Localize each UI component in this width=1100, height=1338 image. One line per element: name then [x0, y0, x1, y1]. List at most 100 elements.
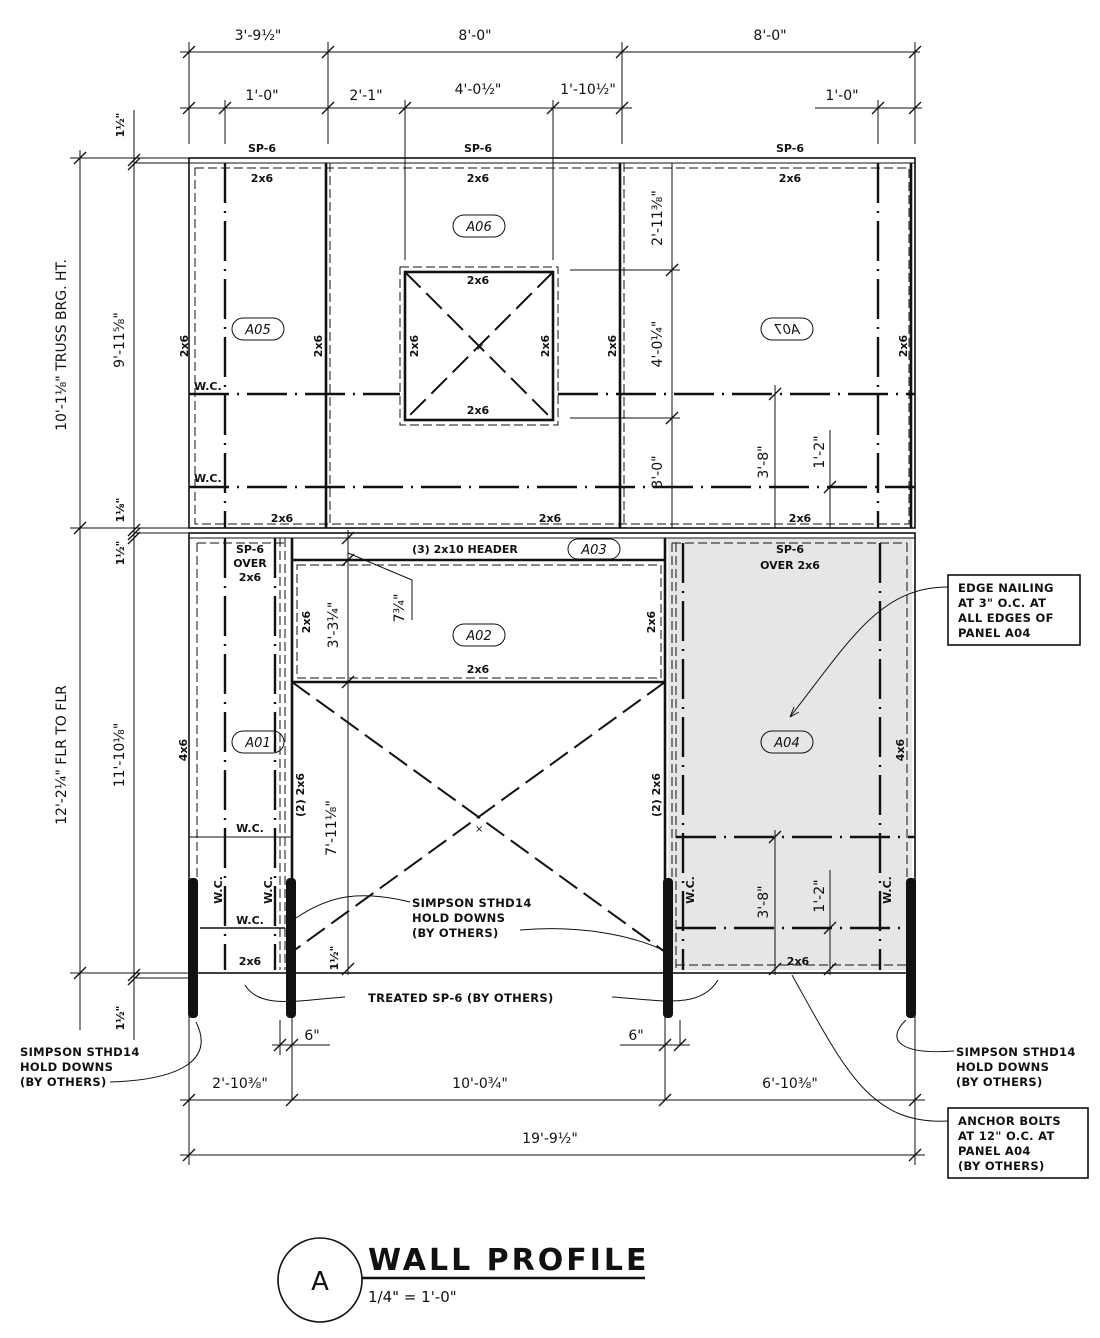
- dim-top-row2-5: 1'-0": [825, 88, 858, 104]
- note-anchor-bolts-3: PANEL A04: [958, 1144, 1031, 1158]
- dim-opening-height: 7'-11⅛": [324, 800, 340, 856]
- label-2x6-window-right: 2x6: [539, 334, 552, 357]
- dim-header-depth: 7¾": [392, 594, 408, 623]
- note-holddowns-center-1: SIMPSON STHD14: [412, 896, 532, 910]
- dim-upper-wc-2: 1'-2": [812, 435, 828, 468]
- label-2x6-bottom-3: 2x6: [789, 512, 812, 525]
- panel-tag-a07: A07: [774, 323, 801, 338]
- note-anchor-bolts-2: AT 12" O.C. AT: [958, 1129, 1055, 1143]
- label-wc-a04-2: W.C.: [881, 876, 894, 904]
- label-2x6-window-head: 2x6: [467, 274, 490, 287]
- label-wc-a01-horizontal: W.C.: [236, 822, 264, 835]
- lower-wall: × SP-6 OVER 2x6 (3) 2x10 HEADER: [177, 530, 916, 1018]
- annotations: EDGE NAILING AT 3" O.C. AT ALL EDGES OF …: [20, 574, 1089, 1179]
- dim-offset-right: 6": [628, 1028, 643, 1044]
- label-2x6-left-end: 2x6: [178, 334, 191, 357]
- holddown-right-opening: [663, 878, 673, 1018]
- label-sp6-3: SP-6: [776, 142, 804, 155]
- title-block: A WALL PROFILE 1/4" = 1'-0": [277, 1237, 650, 1323]
- leader-anchor-bolts: [791, 974, 949, 1122]
- dim-top-2: 8'-0": [458, 28, 491, 44]
- note-anchor-bolts-4: (BY OTHERS): [958, 1159, 1045, 1173]
- note-edge-nailing-2: AT 3" O.C. AT: [958, 596, 1046, 610]
- anchor-bolts-note-box: [947, 1107, 1089, 1179]
- dim-lower-panel-height: 3'-3¼": [326, 602, 342, 649]
- label-2x6-a02-left: 2x6: [300, 610, 313, 633]
- label-sp6-a01-1: SP-6: [236, 543, 264, 556]
- label-2x6-a02-bottom: 2x6: [467, 663, 490, 676]
- holddown-left-end: [188, 878, 198, 1018]
- label-double-2x6-left: (2) 2x6: [294, 773, 307, 817]
- label-double-2x6-right: (2) 2x6: [650, 773, 663, 817]
- dim-bottom-segment-1: 2'-10⅜": [212, 1076, 268, 1092]
- leader-holddown-left: [295, 895, 411, 919]
- dim-upper-wc-1: 3'-8": [756, 445, 772, 478]
- note-holddowns-center-3: (BY OTHERS): [412, 926, 499, 940]
- dim-window-height: 4'-0¼": [650, 321, 666, 368]
- leader-holddown-right: [519, 928, 664, 951]
- note-holddowns-right-2: HOLD DOWNS: [956, 1060, 1049, 1074]
- dim-top-1: 3'-9½": [235, 28, 282, 44]
- label-2x6-bottom-1: 2x6: [271, 512, 294, 525]
- label-2x6-a01-bottom: 2x6: [239, 955, 262, 968]
- label-2x6-top-1: 2x6: [251, 172, 274, 185]
- holddown-right-end: [906, 878, 916, 1018]
- upper-wall: × SP-6 SP-6 SP-6 2x6 2x6 2x6 2x6 2x6 2x6…: [178, 142, 916, 529]
- label-header: (3) 2x10 HEADER: [412, 543, 518, 556]
- note-holddowns-right-1: SIMPSON STHD14: [956, 1045, 1076, 1059]
- label-wc-a04-1: W.C.: [684, 876, 697, 904]
- label-2x6-a04-bottom: 2x6: [787, 955, 810, 968]
- edge-nailing-note-box: [947, 574, 1081, 646]
- dim-offset-left: 6": [304, 1028, 319, 1044]
- dim-bottom-plate-small: 1½": [328, 946, 341, 971]
- label-4x6-right: 4x6: [894, 738, 907, 761]
- panel-tag-a02: A02: [465, 629, 491, 644]
- dim-window-sill: 3'-0": [650, 455, 666, 488]
- bottom-dimensions: 6" 6" 2'-10⅜" 10'-0¾" 6'-10⅜" 19'-9½": [180, 1000, 925, 1165]
- label-sp6-2: SP-6: [464, 142, 492, 155]
- dim-bottom-plate: 1½": [114, 1006, 127, 1031]
- left-dimensions: 10'-1⅛" TRUSS BRG. HT. 12'-2¼" FLR TO FL…: [54, 110, 190, 1040]
- label-2x6-window-sill: 2x6: [467, 404, 490, 417]
- label-sp6-a01-3: 2x6: [239, 571, 262, 584]
- dim-truss-bearing-height: 10'-1⅛" TRUSS BRG. HT.: [54, 259, 70, 431]
- leader-treated-left: [244, 984, 346, 1002]
- label-wc-a01-vertical-2: W.C.: [262, 876, 275, 904]
- detail-letter: A: [311, 1267, 329, 1297]
- opening-center-mark: ×: [475, 824, 483, 835]
- dim-upper-clear: 9'-11⅝": [112, 312, 128, 368]
- dim-top-row2-3: 4'-0½": [455, 82, 502, 98]
- dim-top-row2-2: 2'-1": [349, 88, 382, 104]
- dim-lower-clear: 11'-10⅛": [112, 723, 128, 788]
- dim-top-plate: 1½": [114, 113, 127, 138]
- label-2x6-window-left: 2x6: [408, 334, 421, 357]
- note-holddowns-left-2: HOLD DOWNS: [20, 1060, 113, 1074]
- panel-tag-a06: A06: [465, 220, 491, 235]
- label-2x6-top-3: 2x6: [779, 172, 802, 185]
- leader-holddown-far-left: [109, 1021, 202, 1083]
- dim-top-row2-1: 1'-0": [245, 88, 278, 104]
- note-holddowns-center-2: HOLD DOWNS: [412, 911, 505, 925]
- label-2x6-seam-2: 2x6: [606, 334, 619, 357]
- dim-top-row2-4: 1'-10½": [560, 82, 616, 98]
- label-2x6-right-end: 2x6: [897, 334, 910, 357]
- dim-lower-wc-2: 1'-2": [812, 879, 828, 912]
- panel-tag-a01: A01: [244, 736, 270, 751]
- label-2x6-seam-1: 2x6: [312, 334, 325, 357]
- note-holddowns-left-1: SIMPSON STHD14: [20, 1045, 140, 1059]
- label-wc-a01-lower: W.C.: [236, 914, 264, 927]
- label-sp6-1: SP-6: [248, 142, 276, 155]
- dim-mid-plate-lower: 1½": [114, 541, 127, 566]
- dim-mid-plate-upper: 1⅛": [114, 498, 127, 523]
- note-edge-nailing-1: EDGE NAILING: [958, 581, 1054, 595]
- panel-tags-upper: A05 A06 A07: [231, 214, 814, 341]
- drawing-title: WALL PROFILE: [368, 1243, 650, 1278]
- leader-treated-right: [611, 979, 719, 1002]
- leader-edge-nailing: [789, 586, 949, 718]
- dim-window-top: 2'-11⅜": [650, 190, 666, 246]
- note-holddowns-left-3: (BY OTHERS): [20, 1075, 107, 1089]
- label-2x6-top-2: 2x6: [467, 172, 490, 185]
- holddown-left-opening: [286, 878, 296, 1018]
- label-4x6-left: 4x6: [177, 738, 190, 761]
